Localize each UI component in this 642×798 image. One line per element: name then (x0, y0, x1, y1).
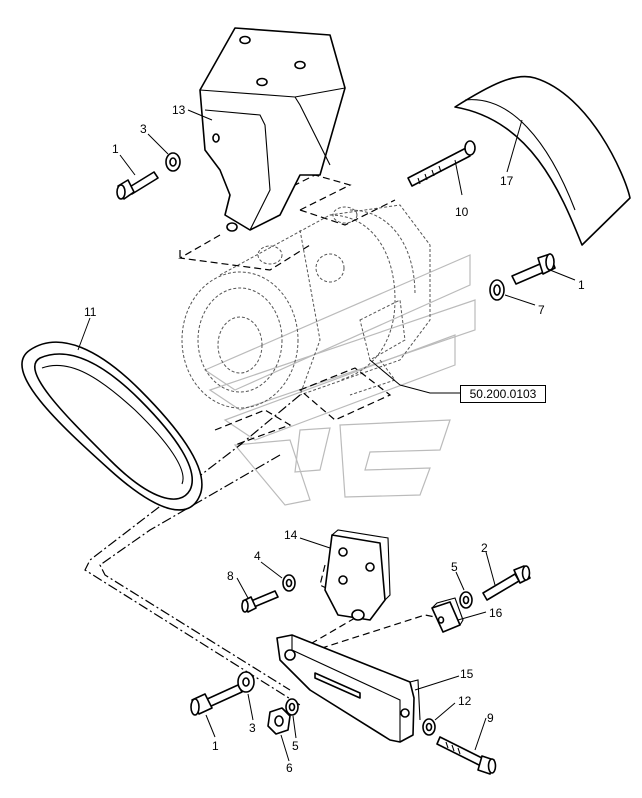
callout-7: 7 (538, 303, 545, 317)
washer-5-bottom (285, 698, 299, 716)
callout-11: 11 (84, 305, 97, 319)
callout-5-bottom: 5 (292, 739, 299, 753)
washer-3-bottom (237, 671, 255, 693)
bolt-2 (482, 565, 531, 601)
leader-lines (77, 109, 576, 762)
callout-10: 10 (455, 205, 469, 219)
callout-6: 6 (286, 761, 293, 775)
callout-12: 12 (458, 694, 472, 708)
callout-labels: 1 3 13 10 17 1 7 11 14 4 8 5 2 16 15 12 … (84, 103, 585, 775)
callout-4: 4 (254, 549, 261, 563)
washer-4 (282, 574, 296, 592)
spacer-plate-14 (324, 529, 391, 621)
callout-5-right: 5 (451, 560, 458, 574)
bolt-8 (241, 590, 279, 613)
callout-17: 17 (500, 174, 514, 188)
washer-12 (422, 718, 436, 736)
callout-1-bottom: 1 (212, 739, 219, 753)
compressor-ghost (181, 204, 431, 409)
callout-13: 13 (172, 103, 186, 117)
bolt-1-right (511, 253, 556, 285)
callout-15: 15 (460, 667, 474, 681)
bracket-13 (199, 27, 346, 232)
belt-11 (21, 341, 203, 511)
reference-box[interactable]: 50.200.0103 (460, 385, 546, 403)
nut-6 (267, 707, 291, 735)
callout-1-top-left: 1 (112, 142, 119, 156)
callout-3-top-left: 3 (140, 122, 147, 136)
washer-3-top (165, 152, 181, 172)
callout-16: 16 (489, 606, 503, 620)
callout-9: 9 (487, 711, 494, 725)
callout-2: 2 (481, 541, 488, 555)
bolt-9 (436, 736, 497, 775)
washer-7 (489, 279, 505, 301)
callout-8: 8 (227, 569, 234, 583)
block-16 (431, 597, 464, 633)
shield-17 (454, 75, 631, 246)
callout-14: 14 (284, 528, 298, 542)
watermark-logo (203, 254, 476, 506)
callout-1-right: 1 (578, 278, 585, 292)
bolt-1-bottom (190, 684, 243, 716)
stud-10 (407, 140, 476, 187)
bolt-1-top (116, 171, 159, 200)
callout-3-bottom: 3 (249, 721, 256, 735)
adjuster-bracket-15 (276, 634, 421, 743)
washer-5-right (459, 591, 473, 609)
